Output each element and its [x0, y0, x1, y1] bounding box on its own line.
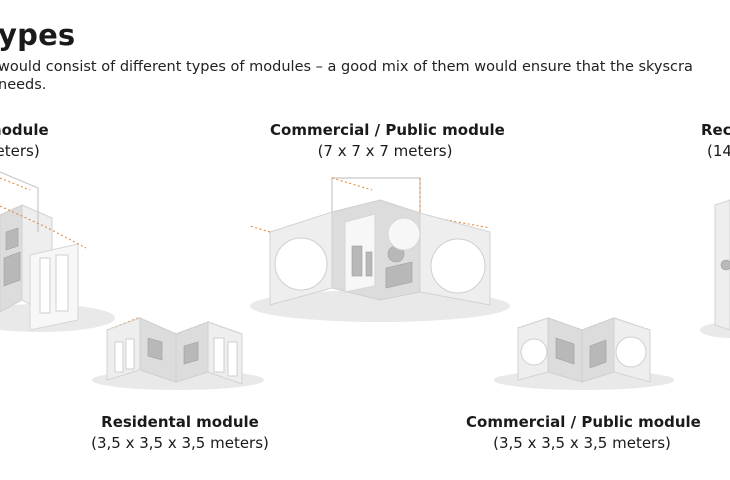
label-commercial-small: Commercial / Public module (3,5 x 3,5 x …	[466, 413, 701, 452]
module-dimensions: (3,5 x 3,5 x 3,5 meters)	[493, 434, 671, 452]
module-residential-large	[0, 171, 115, 332]
label-residential-large: module meters)	[0, 121, 49, 160]
page-title: ypes	[0, 18, 76, 52]
module-name: Rec	[701, 121, 730, 139]
module-name: Residental module	[101, 413, 259, 431]
description-line-2: needs.	[0, 77, 47, 93]
module-commercial-small	[494, 317, 674, 390]
module-dimensions: (7 x 7 x 7 meters)	[317, 142, 453, 160]
page-description: would consist of different types of modu…	[0, 58, 730, 94]
label-module-right: Rec (14	[701, 121, 730, 160]
label-commercial-large: Commercial / Public module (7 x 7 x 7 me…	[270, 121, 505, 160]
module-commercial-large	[249, 177, 510, 322]
description-line-1: would consist of different types of modu…	[0, 59, 693, 75]
module-residential-right	[700, 199, 730, 338]
module-name: module	[0, 121, 49, 139]
module-name: Commercial / Public module	[466, 413, 701, 431]
module-dimensions: meters)	[0, 142, 40, 160]
label-residential-small: Residental module (3,5 x 3,5 x 3,5 meter…	[80, 413, 280, 452]
module-name: Commercial / Public module	[270, 121, 505, 139]
module-dimensions: (14	[707, 142, 730, 160]
module-dimensions: (3,5 x 3,5 x 3,5 meters)	[91, 434, 269, 452]
module-residential-small	[92, 317, 264, 390]
